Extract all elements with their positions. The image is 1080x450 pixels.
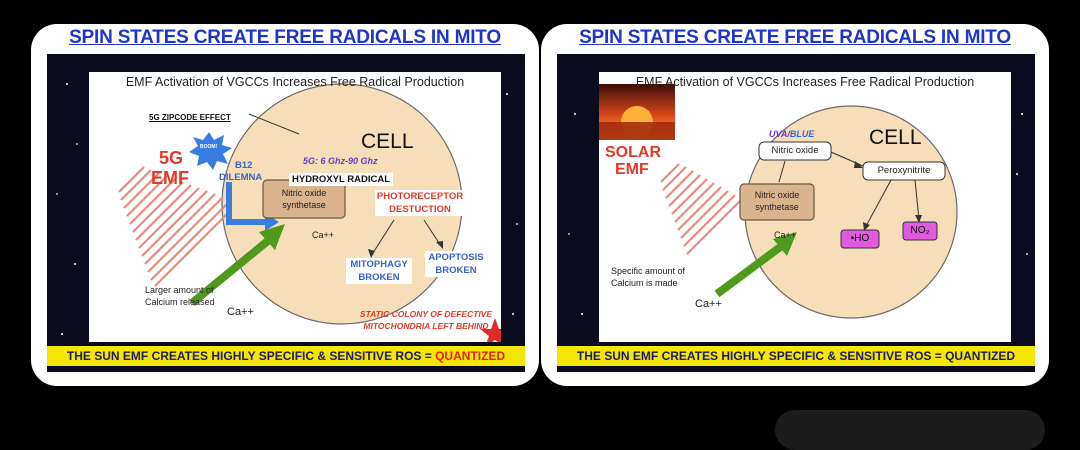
star-icon: [480, 318, 501, 342]
photoreceptor-label: PHOTORECEPTOR: [375, 190, 465, 203]
card-title: SPIN STATES CREATE FREE RADICALS IN MITO: [69, 27, 501, 48]
uva-blue-label: UVA/BLUE: [769, 129, 815, 139]
emf-label-emf: EMF: [615, 161, 649, 178]
calcium-released-label-2: Calcium released: [145, 297, 215, 307]
emf-label-5g: 5G: [159, 148, 184, 168]
nos-label: Nitric oxide: [754, 190, 800, 200]
cell-label: CELL: [869, 126, 922, 149]
destuction-label: DESTUCTION: [375, 203, 465, 216]
frequency-label: 5G: 6 Ghz-90 Ghz: [303, 156, 378, 166]
calcium-made-label: Specific amount of: [611, 266, 686, 276]
ca-outer-label: Ca++: [695, 298, 722, 310]
boom-icon: [189, 132, 232, 170]
peroxynitrite-box: [862, 161, 946, 181]
mitophagy-label: MITOPHAGY: [346, 258, 412, 271]
cell-label: CELL: [361, 130, 414, 153]
slide-image-solar: EMF Activation of VGCCs Increases Free R…: [557, 54, 1035, 372]
no2-box: [902, 221, 938, 241]
starfield-background: [568, 113, 1028, 315]
hydroxyl-label: HYDROXYL RADICAL: [289, 173, 393, 186]
diagram-panel: EMF Activation of VGCCs Increases Free R…: [89, 72, 501, 342]
ca-inner-label: Ca++: [774, 230, 797, 240]
diagram-subtitle: EMF Activation of VGCCs Increases Free R…: [635, 75, 975, 89]
slide-image-5g: EMF Activation of VGCCs Increases Free R…: [47, 54, 525, 372]
diagram-subtitle: EMF Activation of VGCCs Increases Free R…: [125, 75, 465, 89]
calcium-influx-arrow: [714, 238, 790, 298]
mitophagy-broken-label: BROKEN: [346, 271, 412, 284]
hydroxyl-box: [840, 229, 880, 249]
emf-label-solar: SOLAR: [605, 144, 661, 161]
nos-box: [739, 183, 815, 221]
nitric-oxide-box: [758, 141, 832, 161]
nos-label: Nitric oxide: [281, 188, 327, 198]
apoptosis-broken-label: BROKEN: [425, 264, 487, 277]
slide-card-solar: SPIN STATES CREATE FREE RADICALS IN MITO: [541, 24, 1049, 386]
emf-wave-hatching: [660, 163, 742, 255]
card-title: SPIN STATES CREATE FREE RADICALS IN MITO: [579, 27, 1011, 48]
apoptosis-label: APOPTOSIS: [425, 251, 487, 264]
b12-label: B12: [235, 160, 253, 171]
emf-label-emf: EMF: [151, 168, 189, 188]
calcium-made-label-2: Calcium is made: [611, 278, 678, 288]
ca-inner-label: Ca++: [312, 230, 335, 240]
no2-label: NO₂: [910, 225, 930, 236]
peroxynitrite-label: Peroxynitrite: [877, 165, 931, 176]
nitric-oxide-label: Nitric oxide: [771, 145, 819, 156]
bottom-overlay-pill: [775, 410, 1045, 450]
cell-diagram: [599, 84, 958, 319]
quantized-banner: THE SUN EMF CREATES HIGHLY SPECIFIC & SE…: [557, 346, 1035, 366]
b12-dilemna-label: DILEMNA: [219, 172, 263, 183]
nos-label-2: synthetase: [755, 202, 799, 212]
emf-wave-hatching: [118, 166, 232, 287]
nos-label-2: synthetase: [282, 200, 326, 210]
diagram-panel: EMF Activation of VGCCs Increases Free R…: [599, 72, 1011, 342]
quantized-banner: THE SUN EMF CREATES HIGHLY SPECIFIC & SE…: [47, 346, 525, 366]
static-colony-label: STATIC COLONY OF DEFECTIVE: [359, 309, 493, 319]
calcium-influx-arrow: [189, 231, 278, 307]
calcium-released-label: Larger amount of: [145, 285, 214, 295]
starfield-background: [56, 83, 518, 335]
slide-card-5g: SPIN STATES CREATE FREE RADICALS IN MITO: [31, 24, 539, 386]
static-colony-label-2: MITOCHONDRIA LEFT BEHIND: [363, 321, 489, 331]
hydroxyl-label: •HO: [850, 233, 870, 244]
ca-outer-label: Ca++: [227, 306, 254, 318]
boom-label: BOOM!: [200, 144, 218, 150]
zipcode-label: 5G ZIPCODE EFFECT: [149, 113, 231, 122]
